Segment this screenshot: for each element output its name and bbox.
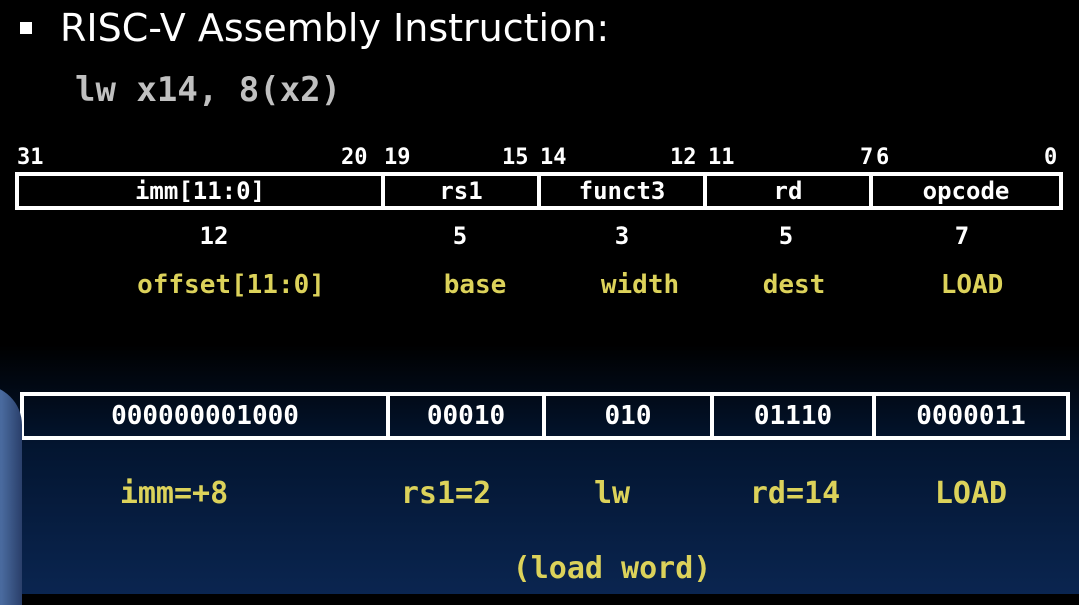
- bit-label-11: 11: [708, 145, 735, 170]
- presenter-figure: [0, 385, 22, 605]
- meaning-rd: rd=14: [749, 476, 841, 511]
- field-opcode: opcode: [869, 176, 1059, 206]
- role-offset: offset[11:0]: [137, 270, 325, 300]
- field-imm: imm[11:0]: [134, 177, 266, 205]
- bit-label-6: 6: [876, 145, 890, 170]
- binary-imm: 000000001000: [111, 401, 299, 431]
- slide-title-text: RISC-V Assembly Instruction:: [60, 6, 610, 50]
- width-funct3: 3: [614, 222, 630, 250]
- bit-label-15: 15: [502, 145, 529, 170]
- field-rs1: rs1: [381, 176, 537, 206]
- bit-label-19: 19: [384, 145, 411, 170]
- width-rd: 5: [778, 222, 794, 250]
- width-rs1: 5: [452, 222, 468, 250]
- binary-rd: 01110: [710, 396, 872, 436]
- binary-funct3: 010: [542, 396, 710, 436]
- width-imm: 12: [199, 222, 229, 250]
- meaning-rs1: rs1=2: [400, 476, 492, 511]
- bit-label-7: 7: [860, 145, 874, 170]
- width-opcode: 7: [954, 222, 970, 250]
- slide-title: RISC-V Assembly Instruction:: [20, 6, 609, 52]
- binary-rs1: 00010: [386, 396, 542, 436]
- field-funct3: funct3: [537, 176, 703, 206]
- role-width: width: [600, 270, 680, 300]
- role-load: LOAD: [940, 270, 1004, 300]
- bit-label-14: 14: [540, 145, 567, 170]
- bit-label-20: 20: [341, 145, 368, 170]
- instruction-format-fields: imm[11:0] rs1 funct3 rd opcode: [15, 172, 1063, 210]
- meaning-imm: imm=+8: [119, 476, 229, 511]
- bullet-icon: [20, 21, 32, 34]
- bit-label-12: 12: [670, 145, 697, 170]
- binary-opcode: 0000011: [872, 396, 1066, 436]
- meaning-funct3: lw: [593, 476, 631, 511]
- meaning-opcode: LOAD: [934, 476, 1008, 511]
- load-word-note: (load word): [512, 551, 712, 586]
- binary-encoding-fields: 000000001000 00010 010 01110 0000011: [20, 392, 1070, 440]
- role-dest: dest: [762, 270, 826, 300]
- bit-label-0: 0: [1044, 145, 1058, 170]
- field-rd: rd: [703, 176, 869, 206]
- role-base: base: [443, 270, 507, 300]
- assembly-instruction: lw x14, 8(x2): [75, 70, 342, 110]
- bit-label-31: 31: [17, 145, 44, 170]
